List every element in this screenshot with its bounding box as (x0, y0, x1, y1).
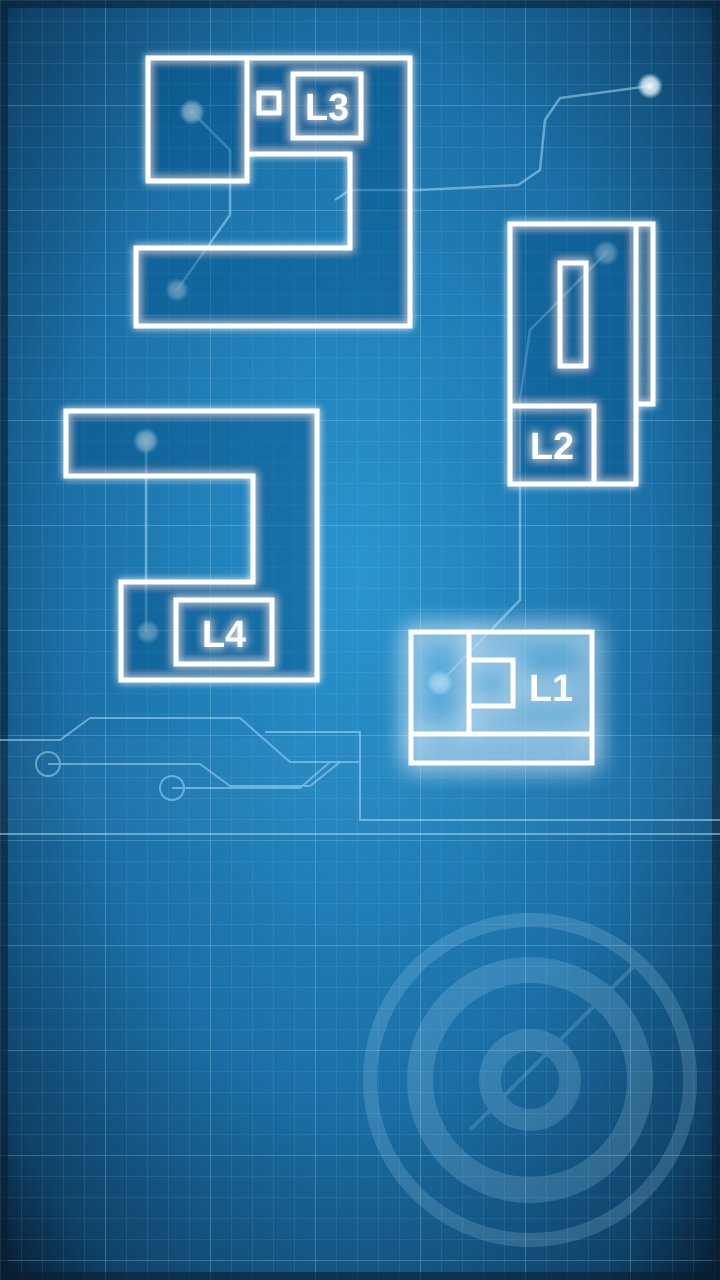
level-l1-button[interactable]: L1 (408, 629, 595, 766)
level-l1-label: L1 (529, 668, 573, 710)
level-l2-label: L2 (530, 426, 574, 468)
level-l2-pillar (557, 260, 589, 369)
level-l1-highlight (411, 632, 592, 763)
level-l4-label-box (173, 597, 275, 667)
level-l4-label: L4 (202, 614, 246, 656)
level-l3-label: L3 (305, 87, 349, 129)
level-l3-small-room (256, 90, 282, 116)
level-l4-outline (63, 408, 320, 683)
level-l1-small-room (466, 657, 516, 709)
level-l3-outline (133, 55, 413, 329)
circuit-decoration (0, 717, 720, 835)
level-l3-label-box (290, 71, 364, 141)
level-l2-button[interactable]: L2 (507, 221, 656, 487)
level-l4-button[interactable]: L4 (63, 408, 320, 683)
radar-decoration (363, 913, 697, 1247)
node-dot (637, 73, 663, 99)
level-l2-label-box (510, 403, 597, 484)
level-l1-outline (408, 629, 595, 766)
level-l3-button[interactable]: L3 (133, 55, 413, 329)
